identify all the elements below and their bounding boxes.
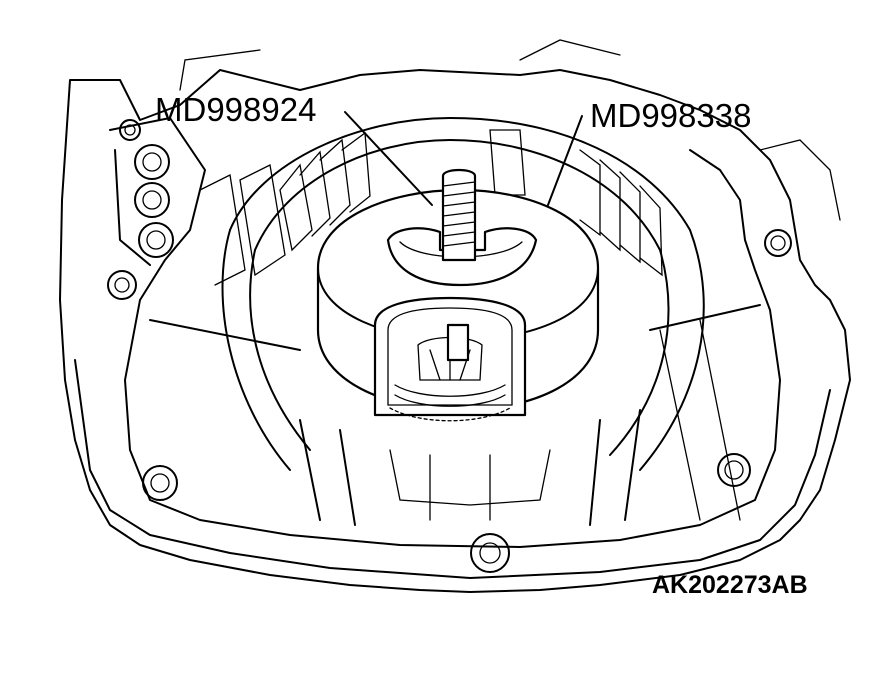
bolt-hole-3 xyxy=(138,222,174,258)
clutch-plates-right xyxy=(489,129,663,277)
case-flange xyxy=(109,117,781,548)
bolt-hole-5 xyxy=(119,119,141,141)
bolt-hole-9 xyxy=(470,533,510,573)
threaded-rod-md998924 xyxy=(386,168,538,362)
bolt-holes xyxy=(107,119,792,573)
case-outline xyxy=(59,39,851,593)
leader-line-right-tool xyxy=(547,115,583,206)
lower-housing xyxy=(149,304,761,526)
figure-id: AK202273AB xyxy=(652,571,808,599)
bolt-hole-7 xyxy=(142,465,178,501)
bolt-hole-8 xyxy=(717,453,751,487)
bolt-hole-4 xyxy=(107,270,137,300)
housing-bore xyxy=(221,117,705,471)
bolt-hole-1 xyxy=(134,144,170,180)
bolt-hole-6 xyxy=(764,229,792,257)
leader-line-left-tool xyxy=(344,111,433,206)
bolt-hole-2 xyxy=(134,182,170,218)
callout-left-tool: MD998924 xyxy=(155,91,316,128)
callout-right-tool: MD998338 xyxy=(590,97,751,134)
clutch-plates-left xyxy=(199,131,371,286)
leader-lines xyxy=(344,111,583,206)
